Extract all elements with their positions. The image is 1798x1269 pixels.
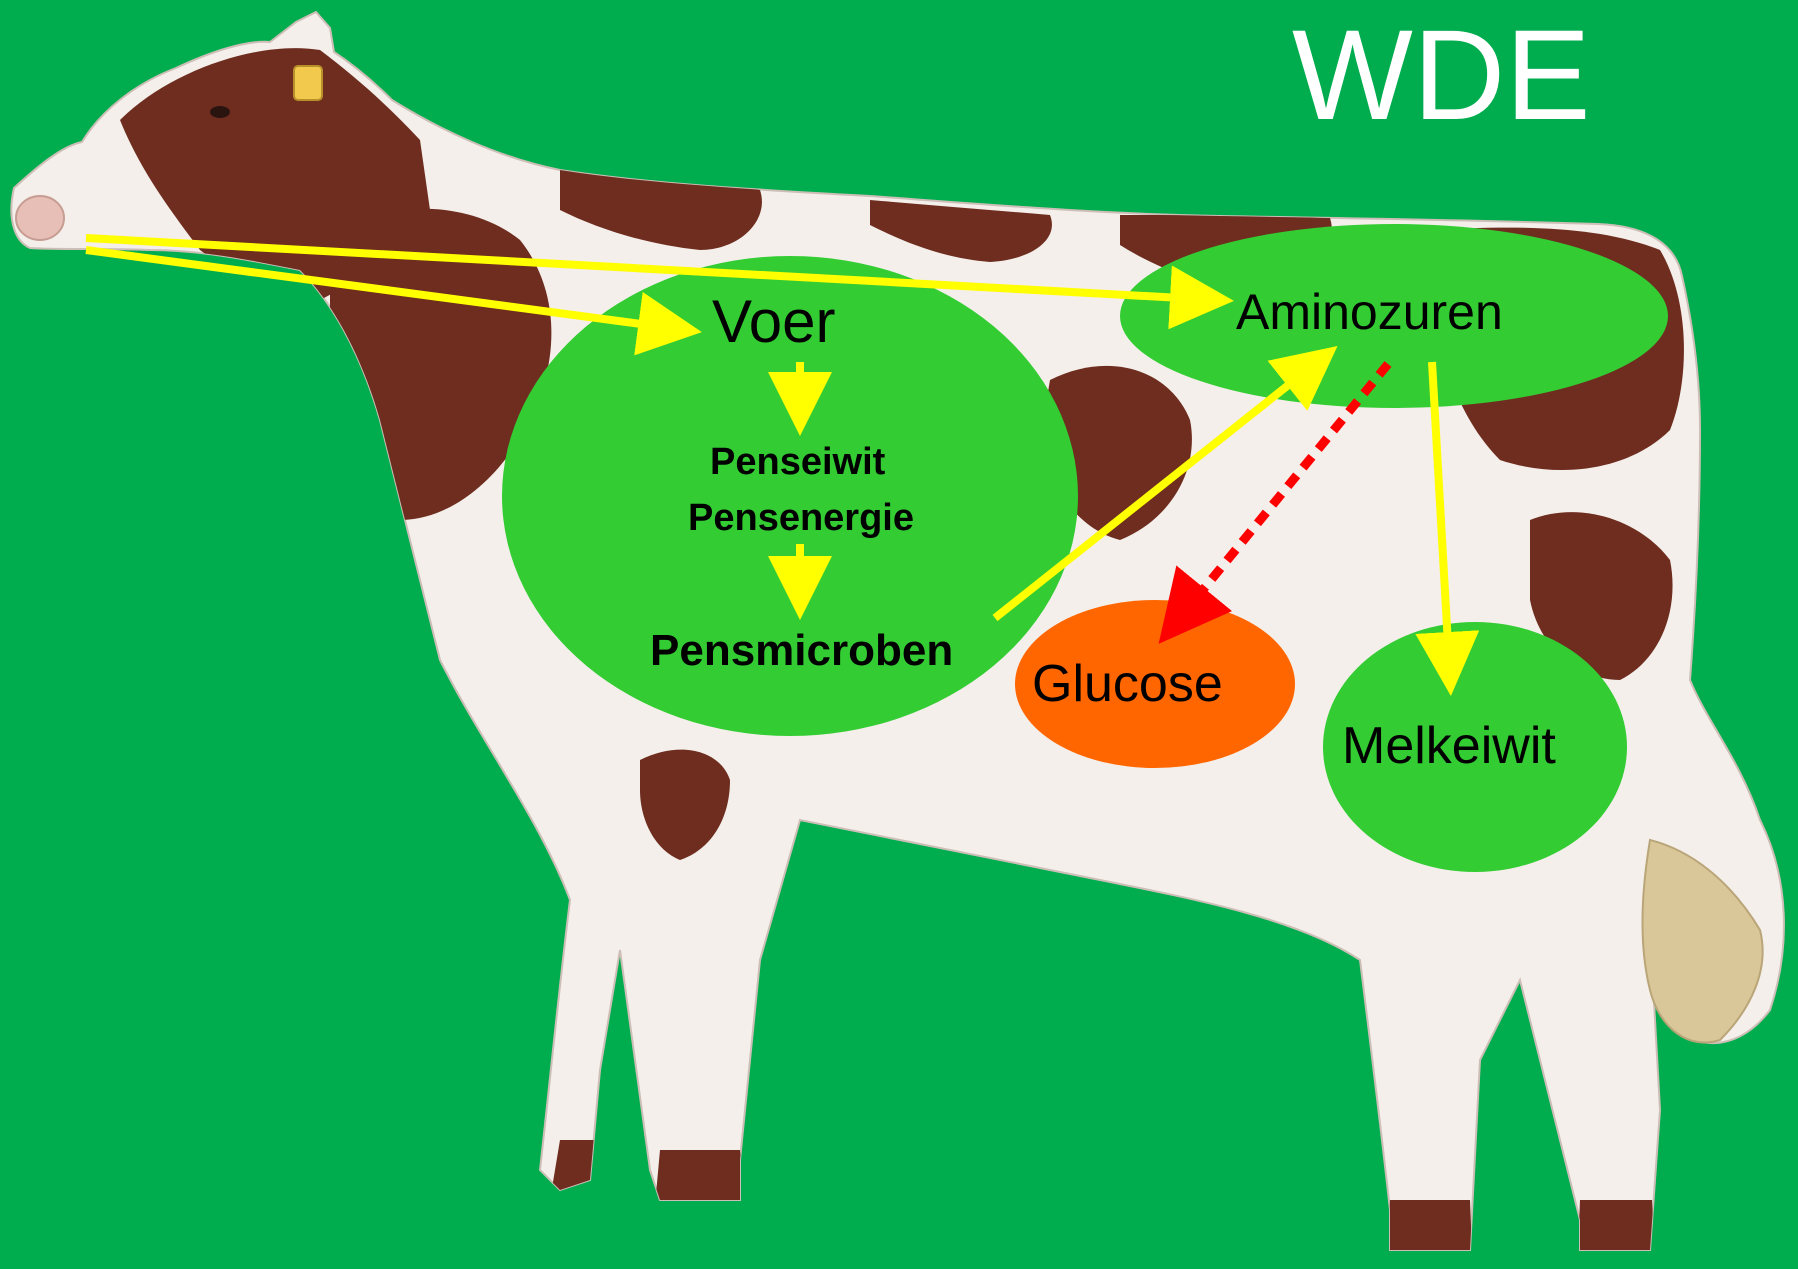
diagram-title: WDE [1292,12,1591,140]
node-pensmicroben-label: Pensmicroben [650,626,953,676]
ear-tag-icon [294,66,322,100]
cow-hoof-rear-left [1388,1200,1472,1252]
node-voer-label: Voer [712,290,835,354]
cow-eye-icon [210,106,230,118]
node-penseiwit-label: Penseiwit [710,440,885,484]
node-pensenergie-label: Pensenergie [688,496,914,540]
cow-nose-icon [16,196,64,240]
node-melkeiwit-label: Melkeiwit [1342,718,1556,774]
cow-hoof-front-left [550,1140,630,1200]
node-glucose-label: Glucose [1032,656,1223,712]
node-aminozuren-label: Aminozuren [1236,284,1503,340]
cow-hoof-rear-right [1578,1200,1655,1252]
cow-hoof-front-right [655,1150,745,1205]
